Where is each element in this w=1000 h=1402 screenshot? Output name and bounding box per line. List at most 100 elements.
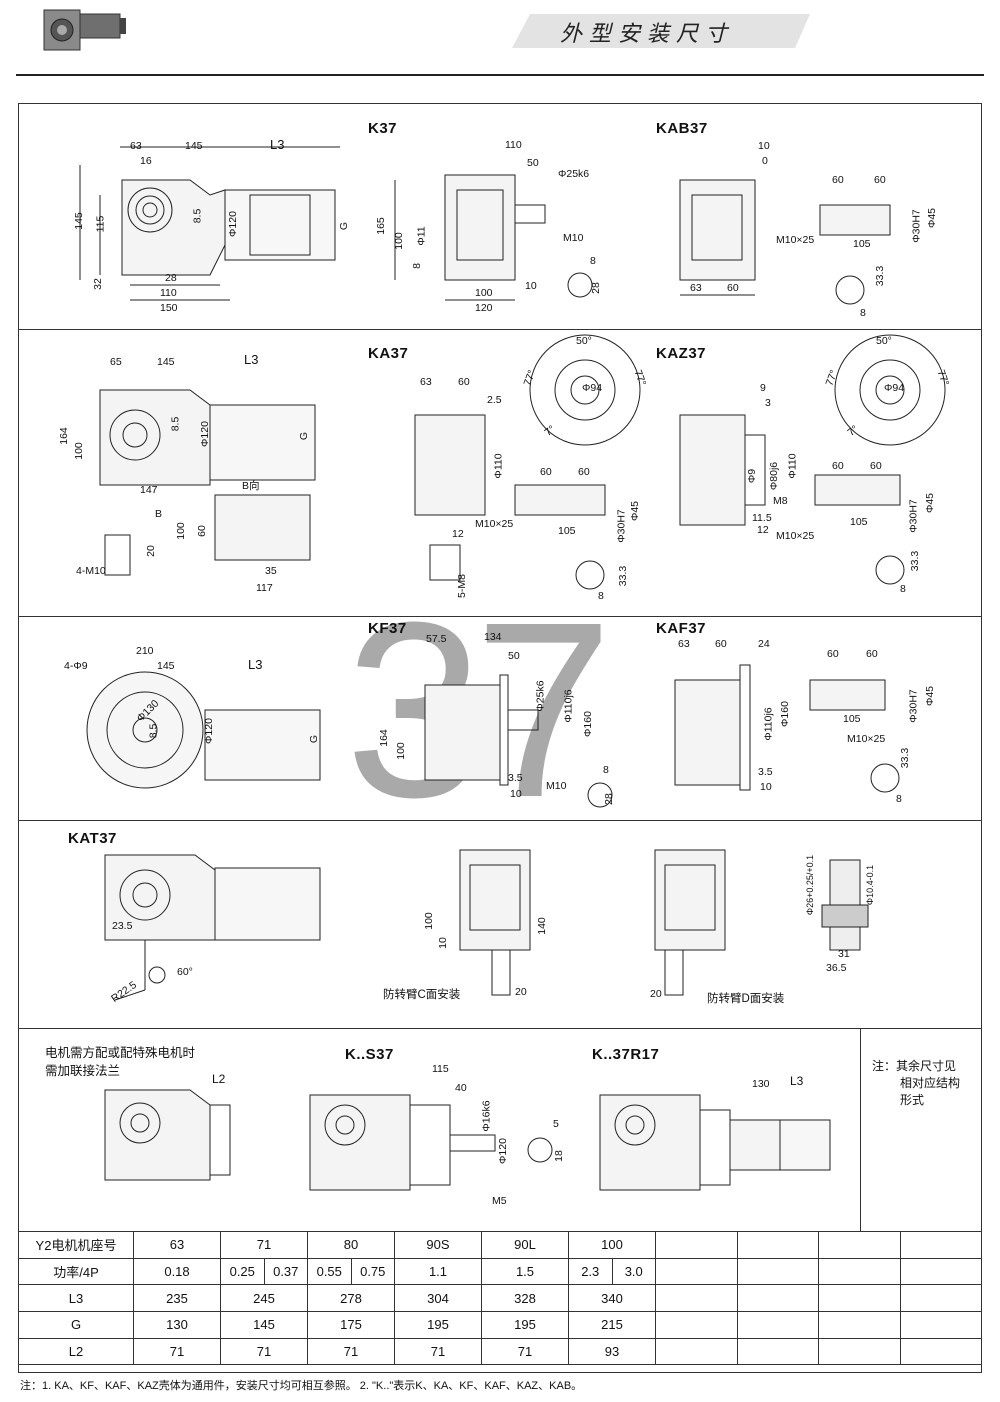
table-cell-empty <box>655 1284 738 1313</box>
kaf37-dim: 33.3 <box>899 747 912 769</box>
kaz37-dim: 3 <box>765 397 771 409</box>
kab37-dim: 105 <box>853 238 871 250</box>
gearbox-logo-icon <box>40 0 126 60</box>
label-kaf37: KAF37 <box>656 620 707 637</box>
table-cell: 328 <box>481 1284 569 1313</box>
page-title: 外型安装尺寸 <box>560 22 735 47</box>
kf37-dim: 28 <box>602 793 615 805</box>
kab37-dim: 33.3 <box>874 265 887 287</box>
ka37-dim: 147 <box>140 484 158 496</box>
kat37-dim: 23.5 <box>112 920 133 932</box>
k37-dim: 100 <box>392 232 405 250</box>
table-cell: 0.25 <box>220 1257 265 1286</box>
ka37-dim: 8.5 <box>169 416 182 432</box>
kaf37-dim: 60 <box>827 648 839 660</box>
kab37-dim: 63 <box>690 282 702 294</box>
kf37-dim: 8 <box>603 764 609 776</box>
kab37-dim: M10×25 <box>776 234 815 246</box>
ka37-dim: M10×25 <box>475 518 514 530</box>
table-cell: 71 <box>133 1337 221 1366</box>
kat37-dim: 20 <box>515 986 527 998</box>
table-cell-empty <box>899 1311 982 1339</box>
kaf37-dim: Φ45 <box>924 685 937 707</box>
ks37-dim: 5 <box>553 1118 559 1130</box>
kaf37-drawing <box>665 650 955 800</box>
table-cell-empty <box>899 1337 982 1366</box>
ka37-dim: 65 <box>110 356 122 368</box>
ka37-dim: 35 <box>265 565 277 577</box>
k37-dim: 50 <box>527 157 539 169</box>
header-rule <box>16 74 984 76</box>
k37-dim: 145 <box>72 212 85 230</box>
kat37-d-side-drawing <box>640 840 750 1000</box>
kab37-dim: Φ45 <box>926 207 939 229</box>
kaz37-dim: 105 <box>850 516 868 528</box>
drawing-frame <box>18 103 982 1373</box>
kaf37-dim: 60 <box>715 638 727 650</box>
table-cell-empty <box>818 1257 901 1286</box>
kf37-dim: 50 <box>508 650 520 662</box>
label-k37: K37 <box>368 120 398 137</box>
kat37-front-view-drawing <box>95 850 335 1010</box>
kf37-dim: G <box>308 734 321 744</box>
ka37-dim: Φ120 <box>198 421 211 447</box>
table-row: 功率/4P 0.18 0.25 0.37 0.55 0.75 1.1 1.5 2… <box>18 1257 982 1286</box>
ks37-dim: Φ120 <box>496 1138 509 1164</box>
title-tab-shape <box>512 14 810 48</box>
row-label: Y2电机机座号 <box>18 1231 134 1259</box>
kat37-bushing-detail-drawing <box>810 850 880 960</box>
kf37-dim: 10 <box>510 788 522 800</box>
kat37-caption-d: 防转臂D面安装 <box>707 993 785 1005</box>
k37-dim: G <box>338 221 351 231</box>
kaf37-dim: Φ30H7 <box>907 689 920 723</box>
table-cell-empty <box>818 1311 901 1339</box>
kat37-detail: 36.5 <box>826 962 847 974</box>
k37r17-dim: L3 <box>790 1074 804 1088</box>
label-kaz37: KAZ37 <box>656 345 707 362</box>
k37-dim: 165 <box>374 217 387 235</box>
k37r17-drawing <box>595 1085 855 1200</box>
kaz37-dim: 50° <box>876 335 892 347</box>
table-cell: 195 <box>481 1311 569 1339</box>
table-cell: 100 <box>568 1231 656 1259</box>
kab37-dim: 60 <box>727 282 739 294</box>
k37-dim: 150 <box>160 302 178 314</box>
table-cell: 235 <box>133 1284 221 1313</box>
kat37-dim: 60° <box>177 966 193 978</box>
ka37-dim: Φ94 <box>582 382 603 394</box>
kab37-dim: Φ30H7 <box>910 209 923 243</box>
k37-dim: 115 <box>94 215 107 233</box>
label-kab37: KAB37 <box>656 120 708 137</box>
flange-note-line1: 电机需方配或配特殊电机时 <box>45 1046 196 1060</box>
kaf37-dim: Φ160 <box>778 701 791 727</box>
ka37-dim: 50° <box>576 335 592 347</box>
k37-dim: 120 <box>475 302 493 314</box>
k37-dim: Φ11 <box>415 226 428 246</box>
ks37-dim: Φ16k6 <box>480 1100 493 1132</box>
ka37-dim: G <box>298 431 311 441</box>
ks37-drawing <box>300 1085 520 1205</box>
kaz37-dim: 60 <box>870 460 882 472</box>
kf37-dim: Φ25k6 <box>534 680 547 712</box>
kab37-dim: 0 <box>762 155 768 167</box>
kf37-dim: Φ110j6 <box>562 689 575 723</box>
table-cell: 71 <box>220 1231 308 1259</box>
label-kf37: KF37 <box>368 620 407 637</box>
table-cell: 71 <box>220 1337 308 1366</box>
ka37-dim: 20 <box>144 545 157 557</box>
kf37-side-view-drawing <box>400 650 630 800</box>
k37-dim: 8 <box>410 263 423 269</box>
kat37-dim: 100 <box>422 912 435 930</box>
k37-dim: Φ25k6 <box>558 168 590 180</box>
k37-dim: 110 <box>505 139 522 151</box>
table-cell: 215 <box>568 1311 656 1339</box>
kat37-detail: Φ10.4-0.1 <box>865 864 876 906</box>
table-row: G 130 145 175 195 195 215 <box>18 1311 982 1339</box>
kaz37-dim: Φ94 <box>884 382 905 394</box>
flange-l2: L2 <box>212 1072 226 1086</box>
ka37-dim: Φ110 <box>492 453 505 479</box>
ka37-dim: 12 <box>452 528 464 540</box>
kf37-dim: 4-Φ9 <box>64 660 88 672</box>
table-cell: 0.55 <box>307 1257 352 1286</box>
kf37-front-view-drawing <box>85 655 335 795</box>
